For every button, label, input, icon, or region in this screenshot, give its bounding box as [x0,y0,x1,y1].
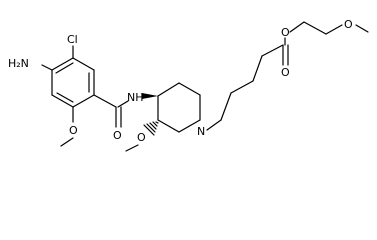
label-chlorine: Cl [67,33,78,46]
label-amine-n: H₂N [8,57,29,70]
bond-pip-ome-methyl [125,144,139,152]
label-ester-o: O [281,26,290,39]
bond-nh2 [41,64,53,71]
label-ring-methoxy-o: O [69,124,78,137]
structure-drawing: H₂N Cl O O NH O N O O O [8,18,369,152]
hash-bond-ome [143,121,159,136]
bond-ome-methyl [60,137,74,147]
ester-group [282,21,369,66]
label-piperidine-methoxy-o: O [137,131,146,144]
label-ester-carbonyl-o: O [281,66,290,79]
wedge-bond-nh [142,93,158,99]
label-ether-o: O [344,18,353,31]
label-piperidine-n: N [197,125,205,138]
bond-ring-carbonyl [93,94,117,108]
molecule-diagram: H₂N Cl O O NH O N O O O [8,18,369,152]
alkyl-chain [206,44,284,131]
benzene-ring [51,57,95,108]
piperidine-ring [157,82,201,133]
label-amide-o: O [113,129,122,142]
amide-group [115,100,129,128]
label-amide-nh: NH [127,91,144,104]
